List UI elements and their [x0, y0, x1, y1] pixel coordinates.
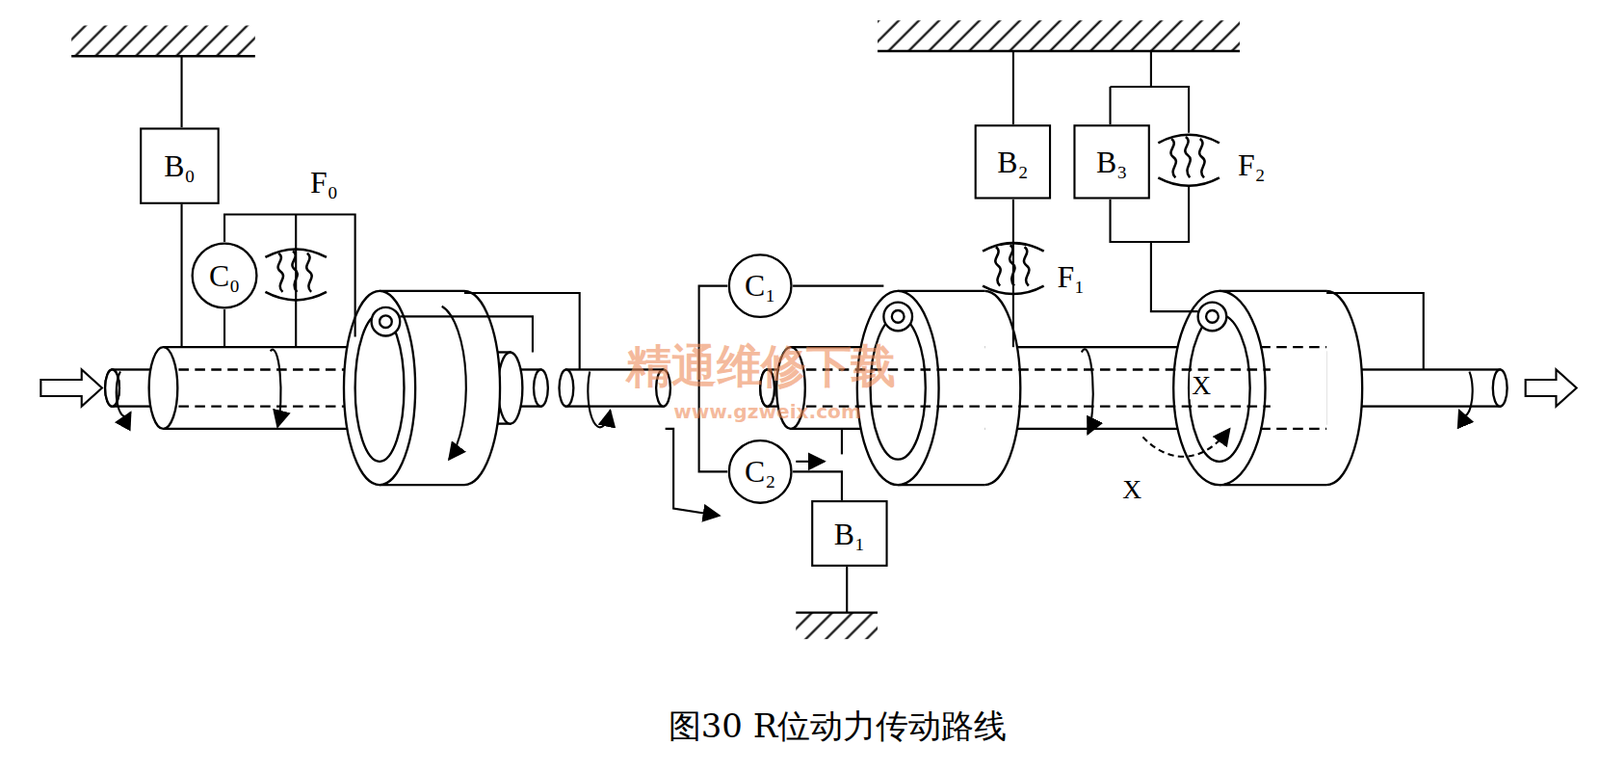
drawing-stroke	[877, 50, 1240, 53]
link-lines	[40, 51, 1576, 613]
drawing-stroke	[1326, 290, 1363, 485]
drawing-stroke	[464, 290, 500, 485]
brake-box: B₀	[139, 127, 220, 204]
drawing-stroke	[795, 612, 878, 640]
part-label: F₁	[1056, 260, 1085, 292]
clutch-circle: C₁	[727, 253, 793, 319]
drawing-stroke	[891, 310, 905, 323]
drawing-stroke	[498, 351, 523, 423]
one-way-clutch-symbol	[264, 248, 327, 300]
drawing-stroke	[464, 292, 580, 369]
drawing-stroke	[71, 54, 256, 57]
drawing-stroke	[1198, 302, 1228, 332]
drawing-stroke	[270, 349, 282, 427]
node-label: B₂	[996, 146, 1028, 178]
drawing-stroke	[1493, 368, 1508, 406]
drawing-stroke	[379, 289, 465, 292]
connector-line	[792, 471, 842, 500]
drawing-stroke	[1173, 290, 1265, 485]
drawing-stroke	[792, 285, 884, 288]
drawing-stroke	[897, 289, 985, 292]
ground-symbols	[71, 20, 1240, 639]
input-shafts	[104, 290, 549, 485]
node-label: C₂	[744, 456, 776, 488]
drawing-stroke	[897, 483, 985, 486]
drawing-stroke	[1259, 345, 1327, 348]
drawing-stroke	[984, 290, 1021, 485]
drawing-stroke	[795, 610, 878, 613]
node-label: C₀	[209, 260, 240, 291]
watermark: www.gzweix.com	[673, 401, 862, 422]
drawing-stroke	[840, 428, 843, 454]
drawing-stroke	[399, 315, 533, 352]
drawing-stroke	[1459, 371, 1473, 417]
drawing-stroke	[883, 302, 913, 332]
drawing-stroke	[806, 404, 1271, 407]
part-label: F₂	[1237, 149, 1266, 182]
part-label: F₀	[310, 166, 339, 199]
one-way-clutch-symbol	[1157, 134, 1220, 186]
drawing-stroke	[442, 306, 467, 460]
brake-box: B₃	[1073, 124, 1150, 199]
drawing-stroke	[178, 367, 352, 370]
drawing-stroke	[1108, 86, 1111, 125]
drawing-stroke	[1081, 348, 1094, 434]
drawing-stroke	[180, 55, 183, 128]
one-way-clutch-symbol	[982, 242, 1045, 294]
drawing-stroke	[845, 566, 848, 613]
drawing-stroke	[379, 314, 393, 328]
drawing-stroke	[1525, 368, 1577, 406]
drawing-stroke	[1142, 428, 1230, 457]
drawing-stroke	[877, 20, 1240, 52]
figure-caption: 图30 R位动力传动路线	[668, 704, 1007, 750]
drawing-stroke	[149, 346, 179, 429]
drawing-stroke	[1219, 483, 1327, 486]
drawing-stroke	[795, 460, 825, 463]
node-label: B₀	[163, 150, 195, 182]
drawing-stroke	[559, 368, 575, 406]
clutch-circle: C₀	[190, 241, 259, 310]
drawing-stroke	[371, 307, 401, 337]
watermark: 精通维修下载	[626, 342, 896, 391]
drawing-stroke	[379, 483, 465, 486]
node-label: C₁	[744, 270, 776, 302]
connector-layer	[699, 286, 842, 500]
drawing-stroke	[1151, 241, 1199, 312]
clutch-circle: C₂	[727, 439, 793, 505]
drawing-stroke	[1206, 310, 1219, 323]
drawing-stroke	[355, 314, 405, 462]
drawing-stroke	[116, 371, 132, 418]
brake-box: B₂	[974, 124, 1051, 199]
drawing-stroke	[1219, 289, 1327, 292]
drawing-stroke	[1326, 292, 1424, 369]
drawing-stroke	[178, 404, 352, 407]
node-label: B₁	[834, 518, 866, 550]
drawing-stroke	[180, 204, 183, 347]
node-label: B₃	[1096, 146, 1128, 178]
drawing-stroke	[1259, 427, 1327, 430]
drawing-stroke	[71, 25, 256, 56]
drawing-stroke	[587, 371, 610, 428]
marker-letter: X	[1189, 371, 1213, 400]
marker-letter: X	[1120, 475, 1144, 504]
drawing-stroke	[223, 309, 226, 347]
brake-box: B₁	[811, 499, 888, 567]
drawing-stroke	[533, 368, 549, 406]
drawing-stroke	[40, 368, 103, 406]
drawing-stroke	[1012, 51, 1015, 125]
drawing-stroke	[1150, 51, 1153, 87]
